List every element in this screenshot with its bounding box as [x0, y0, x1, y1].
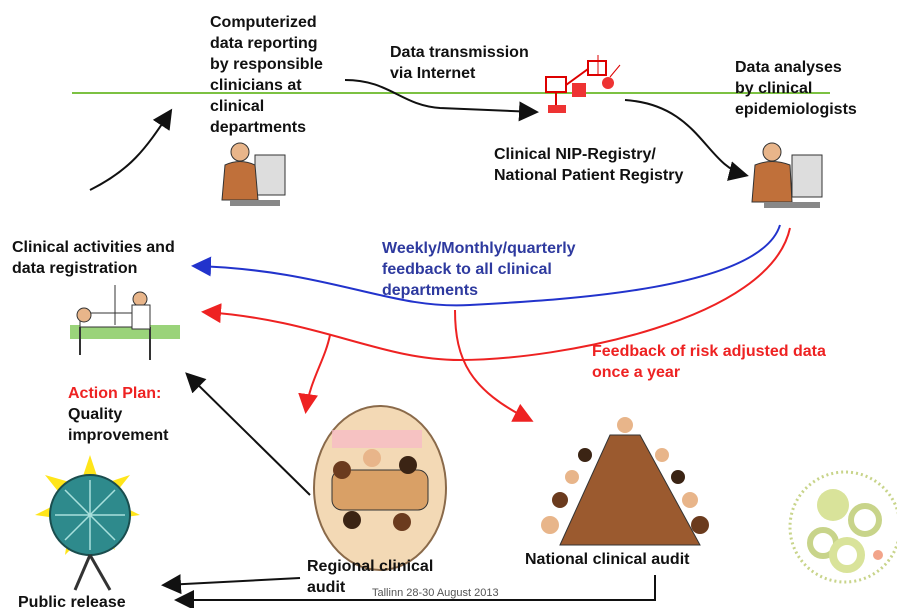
transmission-label: Data transmission via Internet [390, 44, 529, 82]
risk-feedback-label: Feedback of risk adjusted data once a ye… [592, 343, 826, 381]
registry-label: Clinical NIP-Registry/ National Patient … [494, 146, 684, 184]
satellite-dish-icon [35, 455, 140, 591]
regional-meeting-icon [313, 405, 447, 571]
arrow-to-analyses [624, 99, 749, 181]
public-release-label: Public release [18, 594, 126, 611]
blue-feedback-arrow [191, 224, 781, 307]
logo-circles-icon [788, 470, 897, 584]
red-feedback-arrow [201, 227, 791, 362]
red-to-regional-arrow [298, 334, 331, 414]
footer-text: Tallinn 28-30 August 2013 [372, 587, 499, 599]
red-to-national-arrow [454, 309, 534, 422]
national-audit-label: National clinical audit [525, 551, 690, 568]
analyses-label: Data analyses by clinical epidemiologist… [735, 59, 857, 118]
arrow-regional-to-bed [185, 372, 311, 496]
clinical-activities-label: Clinical activities and data registratio… [12, 239, 175, 277]
hospital-bed-icon [70, 285, 180, 360]
regional-audit-label: Regional clinical audit [307, 558, 434, 596]
clinician-computer-icon [221, 142, 286, 206]
arrow-up-to-reporting [89, 108, 173, 191]
arrow-national-to-public [174, 575, 656, 608]
national-meeting-icon [541, 417, 709, 546]
arrow-regional-to-public [161, 574, 301, 595]
weekly-feedback-label: Weekly/Monthly/quarterly feedback to all… [382, 240, 576, 299]
epidemiologist-computer-icon [751, 142, 823, 208]
reporting-label: Computerized data reporting by responsib… [210, 14, 323, 136]
arrow-to-registry [344, 79, 539, 122]
action-plan-title: Action Plan: [68, 385, 162, 402]
action-plan-body: Quality improvement [68, 406, 169, 444]
registry-network-icon [545, 55, 621, 113]
